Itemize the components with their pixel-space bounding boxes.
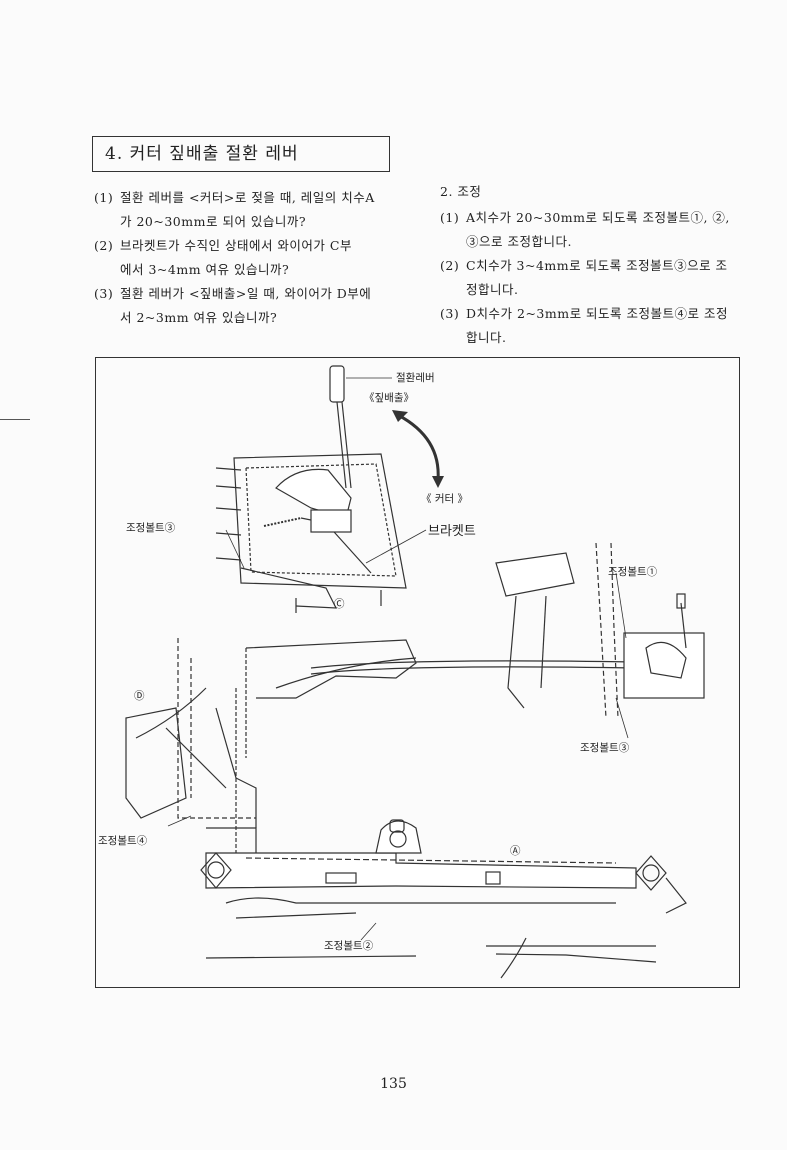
lever-assembly [215, 365, 407, 613]
adjust-list: 2. 조정 (1)A치수가 20~30mm로 되도록 조정볼트①, ②, ③으로… [440, 180, 760, 350]
mechanism-diagram: 절환레버 《짚배출》 《 커터 》 브라켓트 조정볼트③ Ⓒ 조정볼트① 조정볼… [95, 357, 740, 988]
rail-assembly [167, 815, 687, 979]
adjust-heading: 2. 조정 [440, 184, 482, 199]
mark-a-label: Ⓐ [510, 845, 521, 857]
adjust-item-3-cont: 합니다. [466, 330, 507, 345]
check-list: (1)절환 레버를 <커터>로 젖을 때, 레일의 치수A 가 20~30mm로… [94, 186, 424, 330]
bracket-label: 브라켓트 [428, 524, 476, 539]
page-number: 135 [380, 1076, 407, 1092]
adjust-item-2-cont: 정합니다. [466, 282, 519, 297]
check-item-2-cont: 에서 3~4mm 여유 있습니까? [120, 262, 290, 277]
margin-mark [0, 419, 30, 420]
mark-c-label: Ⓒ [334, 598, 345, 610]
bolt3-top-label: 조정볼트③ [126, 522, 176, 534]
check-item-2: (2)브라켓트가 수직인 상태에서 와이어가 C부 [94, 238, 352, 253]
straw-discharge-label: 《짚배출》 [364, 392, 414, 404]
check-item-1: (1)절환 레버를 <커터>로 젖을 때, 레일의 치수A [94, 190, 375, 205]
bolt4-label: 조정볼트④ [98, 835, 148, 847]
adjust-item-1: (1)A치수가 20~30mm로 되도록 조정볼트①, ②, [440, 210, 730, 225]
section-title: 4. 커터 짚배출 절환 레버 [92, 136, 390, 172]
adjust-item-3: (3)D치수가 2~3mm로 되도록 조정볼트④로 조정 [440, 306, 729, 321]
diagram-drawing [125, 365, 705, 979]
cutter-label: 《 커터 》 [421, 493, 468, 505]
switch-lever-label: 절환레버 [396, 372, 435, 384]
cable-frame [125, 638, 677, 878]
bolt3-right-label: 조정볼트③ [580, 742, 630, 754]
check-item-1-cont: 가 20~30mm로 되어 있습니까? [120, 214, 307, 229]
check-item-3: (3)절환 레버가 <짚배출>일 때, 와이어가 D부에 [94, 286, 372, 301]
bolt1-label: 조정볼트① [608, 566, 658, 578]
bolt2-label: 조정볼트② [324, 940, 374, 952]
mark-d-label: Ⓓ [134, 690, 145, 702]
check-item-3-cont: 서 2~3mm 여유 있습니까? [120, 310, 278, 325]
adjust-item-2: (2)C치수가 3~4mm로 되도록 조정볼트③으로 조 [440, 258, 728, 273]
adjust-item-1-cont: ③으로 조정합니다. [466, 234, 572, 249]
